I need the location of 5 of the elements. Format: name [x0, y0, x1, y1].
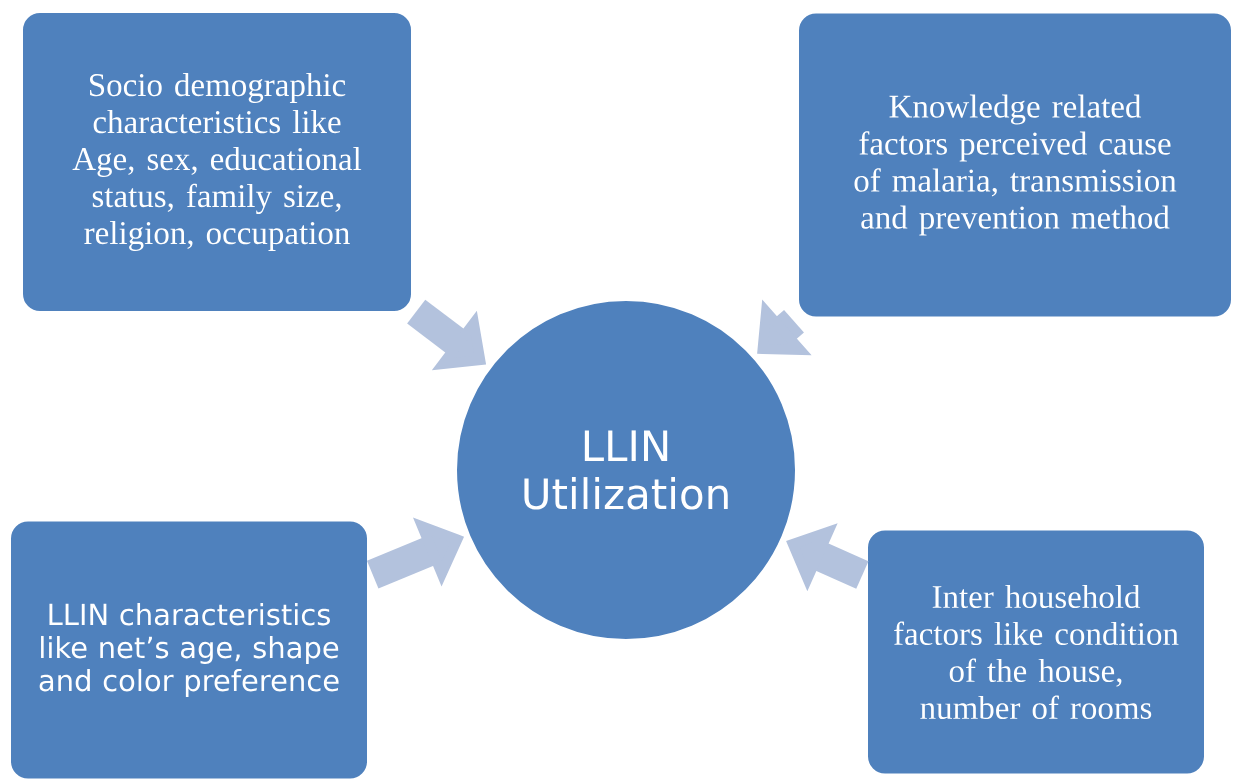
circle-node: LLIN Utilization — [455, 299, 797, 641]
factor-box: Knowledge related factors perceived cause of malaria, transmission and prevention method — [797, 11, 1233, 319]
factor-box: LLIN characteristics like net’s age, shape and color preference — [9, 519, 369, 781]
factor-box: Socio demographic characteristics like Age, sex, educational status, family size, religion, occupation — [21, 11, 413, 313]
factor-box: Inter household factors like condition of the house, number of rooms — [866, 528, 1206, 776]
